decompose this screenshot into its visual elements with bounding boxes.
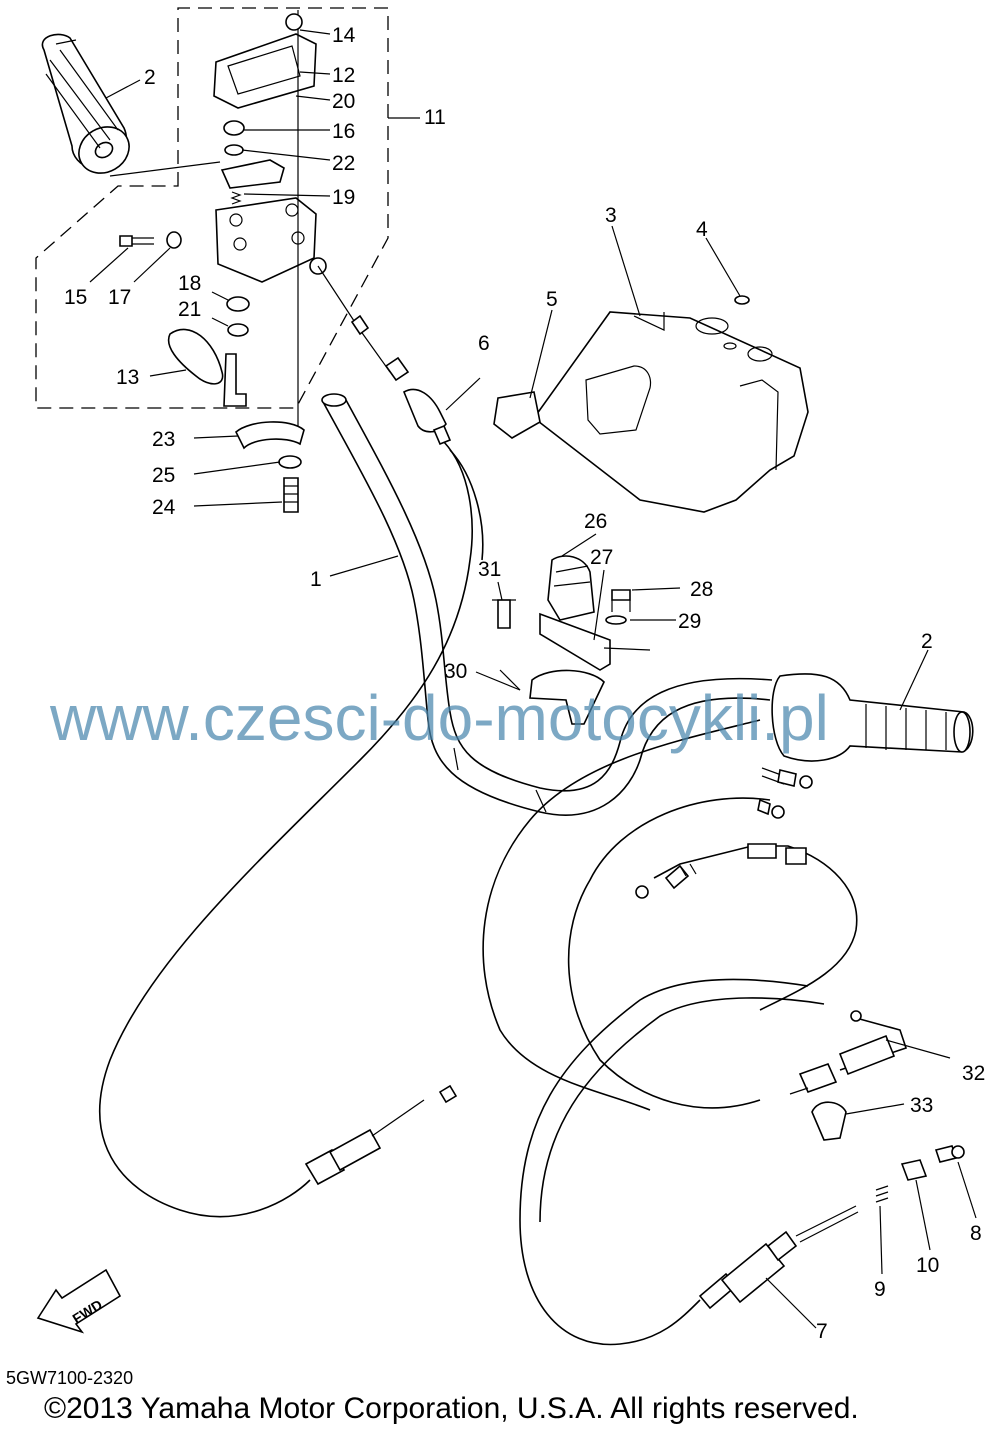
part-labels: 1 2 2 3 4 5 6 7 8 9 10 11 12 13 14 15 16…: [64, 24, 985, 1343]
part-label-20: 20: [332, 90, 355, 113]
leader-lines: [89, 29, 977, 1329]
switch-bracket: [492, 555, 651, 725]
part-label-11: 11: [424, 106, 446, 129]
part-label-4: 4: [696, 218, 708, 241]
part-label-29: 29: [678, 610, 701, 633]
part-label-33: 33: [910, 1094, 933, 1117]
part-label-21: 21: [178, 298, 201, 321]
part-label-32: 32: [962, 1062, 985, 1085]
part-label-6: 6: [478, 332, 490, 355]
part-label-3: 3: [605, 204, 617, 227]
fwd-arrow: FWD: [36, 1268, 122, 1334]
part-label-7: 7: [816, 1320, 828, 1343]
part-label-24: 24: [152, 496, 176, 519]
part-label-23: 23: [152, 428, 175, 451]
part-label-19: 19: [332, 186, 355, 209]
lever-bracket: [119, 10, 327, 430]
part-label-27: 27: [590, 546, 613, 569]
part-label-1: 1: [310, 568, 322, 591]
part-label-30: 30: [444, 660, 467, 683]
part-label-28: 28: [690, 578, 713, 601]
assembly-11-outline: [35, 7, 389, 409]
cable-32: [789, 1010, 908, 1141]
throttle-cable-7: [519, 978, 859, 1346]
left-grip: [41, 33, 130, 174]
part-label-8: 8: [970, 1222, 982, 1245]
copyright-notice: ©2013 Yamaha Motor Corporation, U.S.A. A…: [44, 1392, 859, 1425]
part-label-2-left: 2: [144, 66, 156, 89]
handlebar-cover: [493, 295, 809, 513]
part-label-25: 25: [152, 464, 175, 487]
part-label-10: 10: [916, 1254, 939, 1277]
part-label-13: 13: [116, 366, 139, 389]
part-label-9: 9: [874, 1278, 886, 1301]
handlebar: [321, 393, 773, 816]
throttle-cables: [482, 719, 858, 1111]
part-label-14: 14: [332, 24, 356, 47]
lever-small-parts: [167, 296, 250, 407]
part-label-17: 17: [108, 286, 131, 309]
part-label-2-right: 2: [921, 630, 933, 653]
clutch-cable-upper: [99, 265, 484, 1218]
part-label-22: 22: [332, 152, 355, 175]
part-label-16: 16: [332, 120, 355, 143]
watermark-text: www.czesci-do-motocykli.pl: [49, 682, 829, 754]
drawing-code: 5GW7100-2320: [6, 1368, 134, 1388]
part-label-31: 31: [478, 558, 501, 581]
lower-clamp: [235, 421, 305, 513]
part-label-18: 18: [178, 272, 201, 295]
small-parts-8-9-10: [875, 1145, 965, 1203]
part-label-15: 15: [64, 286, 87, 309]
part-label-12: 12: [332, 64, 355, 87]
part-label-26: 26: [584, 510, 607, 533]
part-label-5: 5: [546, 288, 558, 311]
right-grip: [771, 673, 974, 762]
